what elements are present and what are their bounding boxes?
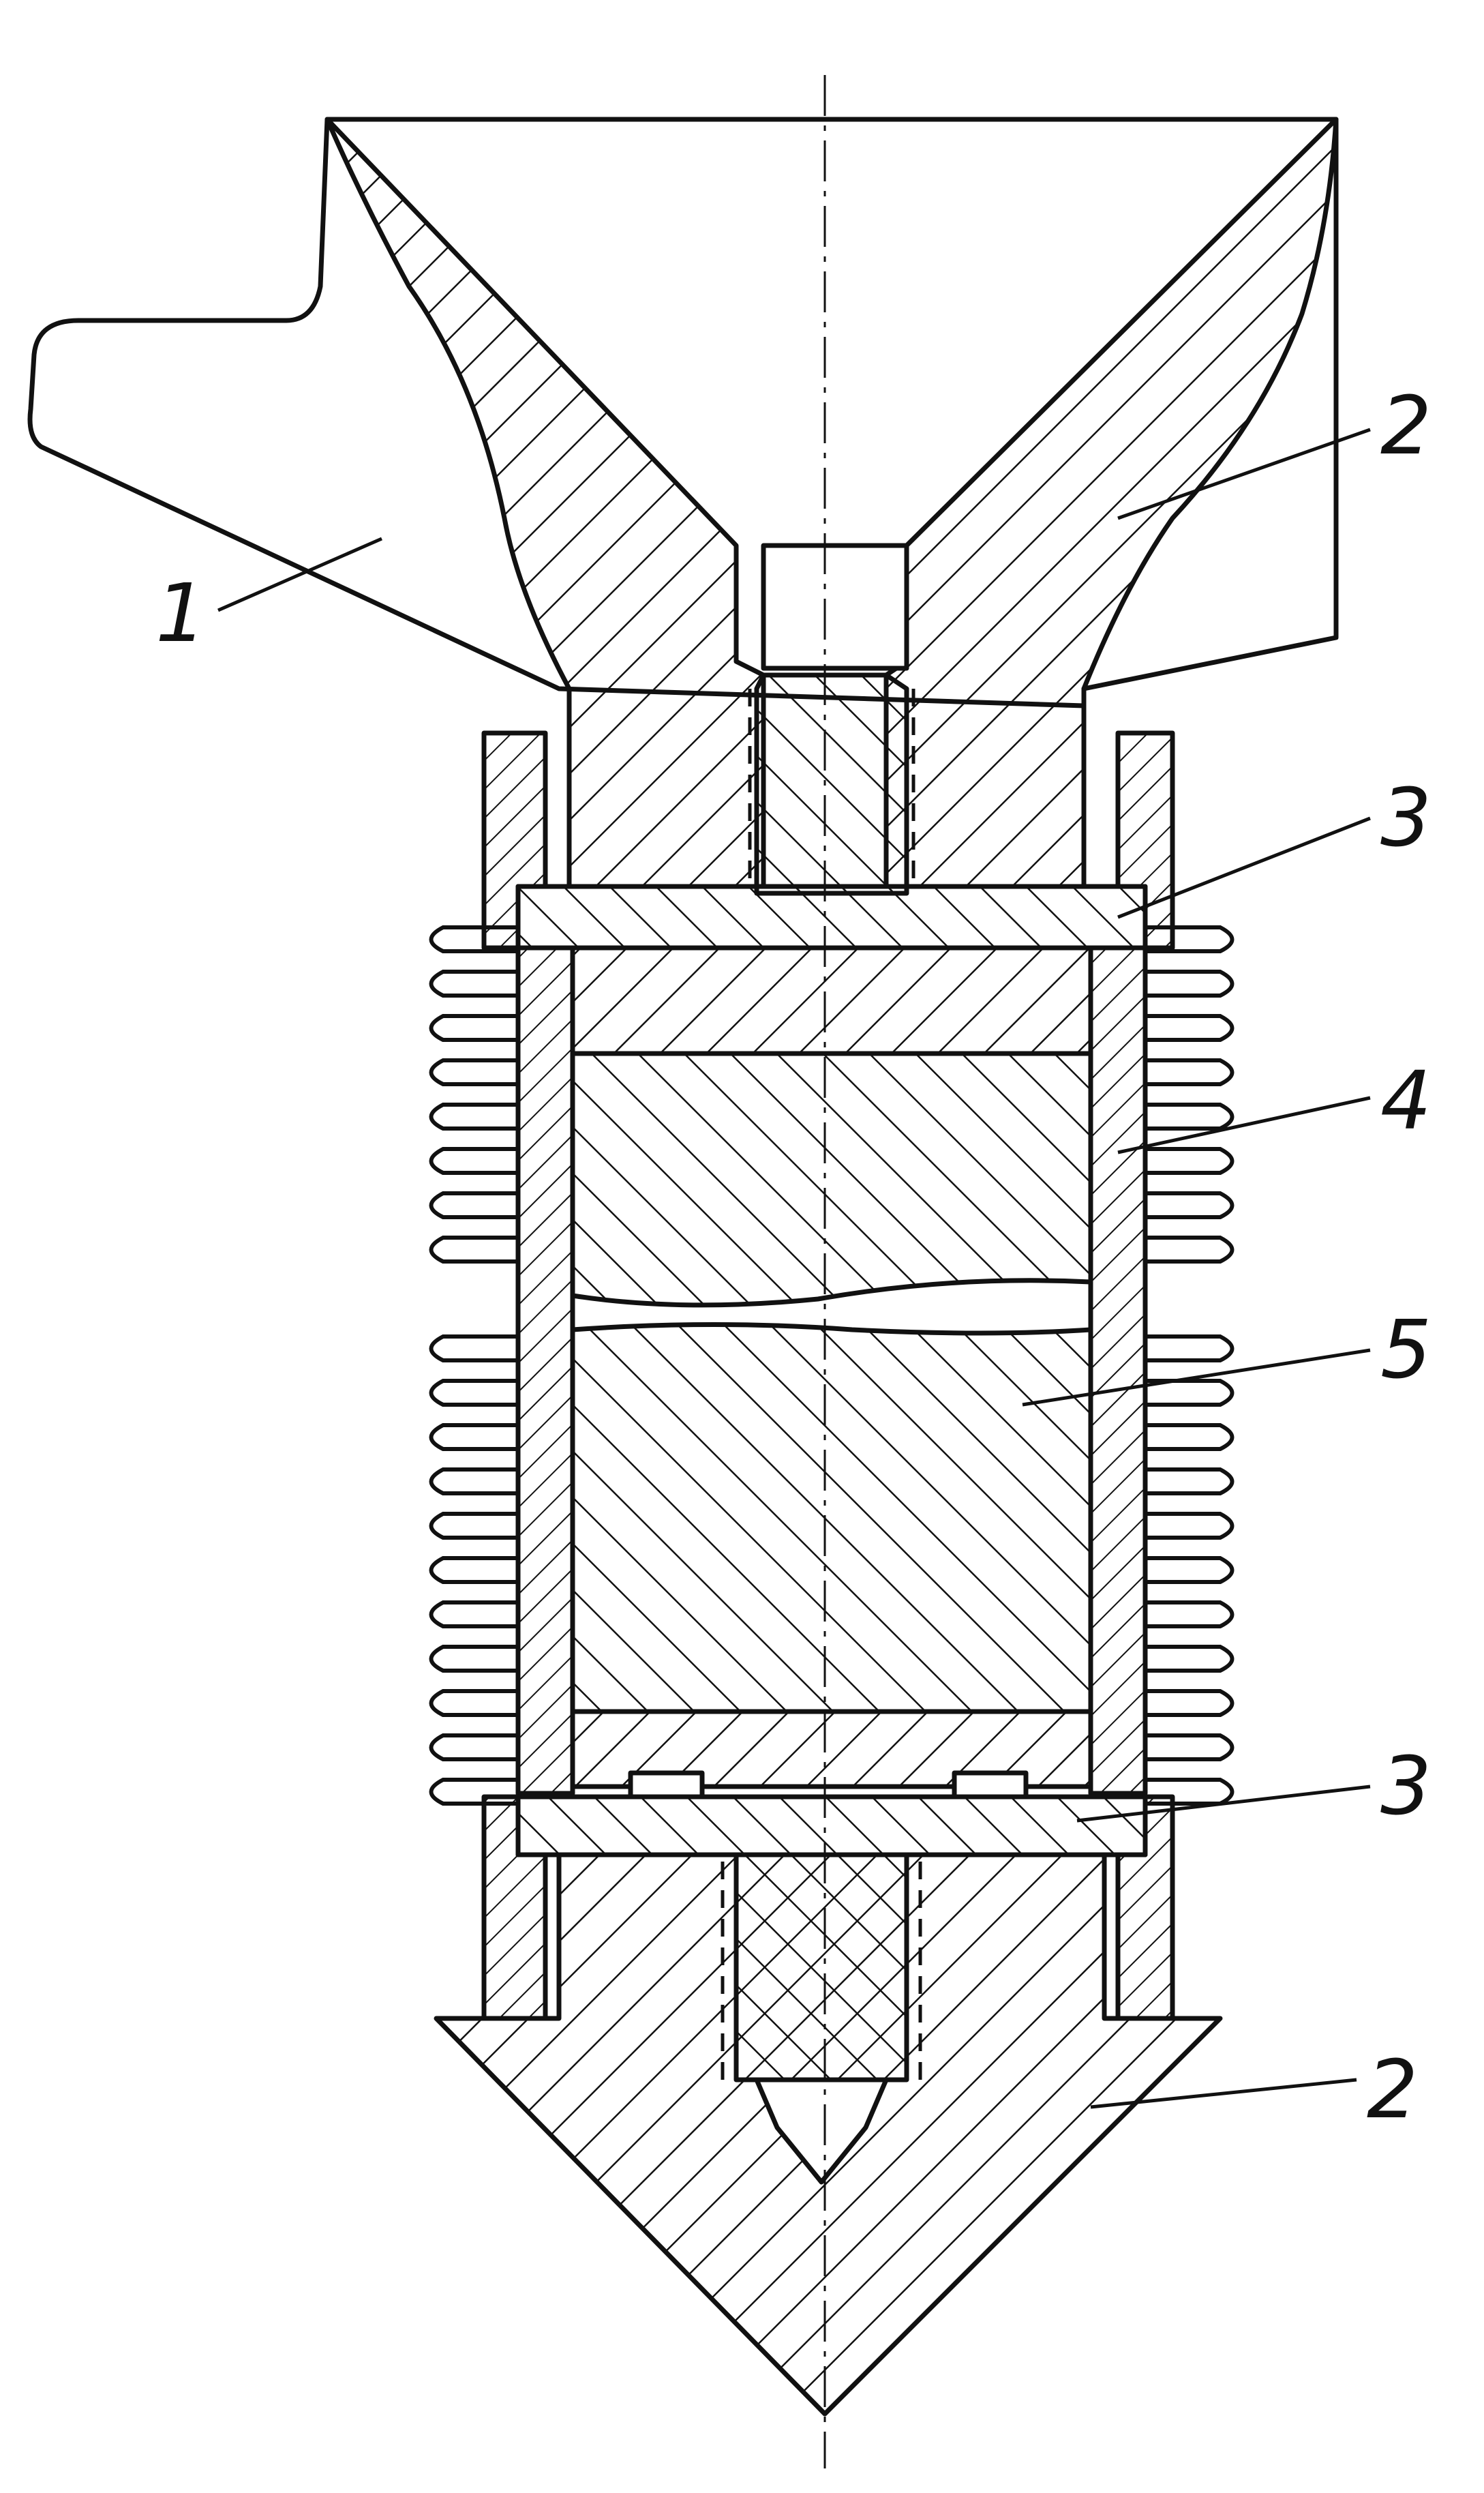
bottom-stud	[733, 1852, 909, 2083]
callout-3-top: 3	[1380, 771, 1432, 865]
leader-4	[1117, 1096, 1371, 1154]
callout-1: 1	[155, 566, 207, 660]
part-4-housing-right-wall	[1088, 945, 1148, 1796]
part-2-top-funnel-right	[883, 117, 1339, 889]
part-3-bottom-cap	[515, 1794, 1148, 1857]
upper-disc	[570, 945, 1093, 1056]
top-flange-left	[481, 730, 548, 951]
leader-2-top	[1117, 428, 1371, 520]
part-4-housing-left-wall	[515, 945, 575, 1796]
callout-5: 5	[1380, 1302, 1432, 1397]
fins-right	[1145, 925, 1235, 1806]
part-5-cell-lower	[570, 1322, 1093, 1714]
callout-2-top: 2	[1380, 378, 1432, 473]
part-3-top-cap	[515, 884, 1148, 951]
leader-3-bottom	[1076, 1785, 1371, 1823]
part-2-top-funnel-left	[324, 117, 766, 889]
part-1-shield-plate	[27, 117, 1339, 708]
fins-left	[429, 925, 518, 1806]
leader-lines	[217, 428, 1371, 2109]
top-socket-clearance	[761, 543, 909, 671]
callout-4: 4	[1380, 1054, 1432, 1148]
callout-2-bottom: 2	[1367, 2042, 1419, 2136]
lower-disc-notch-left	[628, 1770, 705, 1800]
leader-5	[1022, 1348, 1371, 1407]
lower-disc-notch-right	[952, 1770, 1029, 1800]
part-5-cell-upper	[570, 1051, 1093, 1308]
leader-2-bottom	[1090, 2078, 1357, 2109]
top-bolt	[754, 672, 909, 896]
leader-1	[217, 537, 383, 612]
callout-3-bottom: 3	[1380, 1739, 1432, 1833]
bottom-stud-tip	[754, 2077, 889, 2185]
leader-3-top	[1117, 816, 1371, 919]
